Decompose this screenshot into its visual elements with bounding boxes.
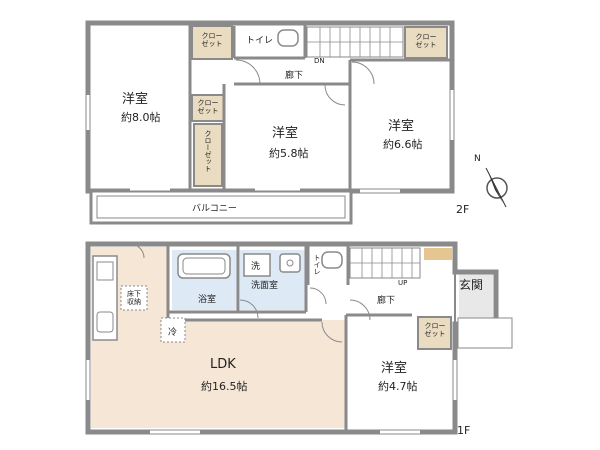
closet-1f-label: クロー ゼット bbox=[424, 322, 446, 338]
stairs-up-label: UP bbox=[398, 279, 408, 287]
closet-2f-3 bbox=[404, 26, 448, 59]
closet-2f-3-label: クロー ゼット bbox=[415, 33, 437, 49]
underfloor-storage-label: 床下 収納 bbox=[127, 290, 141, 306]
washroom-label: 洗面室 bbox=[251, 281, 279, 291]
western-room-5-8-size: 約5.8帖 bbox=[269, 147, 309, 160]
fridge-space bbox=[160, 317, 186, 343]
hallway-1f-label: 廊下 bbox=[377, 296, 396, 306]
washer-label: 洗 bbox=[251, 262, 261, 272]
closet-1f bbox=[417, 316, 452, 350]
balcony-label: バルコニー bbox=[192, 204, 237, 214]
toilet-2f-label: トイレ bbox=[246, 36, 274, 46]
floor-1f-label: 1F bbox=[457, 424, 471, 437]
western-room-4-7-size: 約4.7帖 bbox=[378, 380, 418, 393]
western-room-8-size: 約8.0帖 bbox=[121, 111, 161, 124]
entrance-floor bbox=[459, 272, 493, 322]
ldk-label: LDK bbox=[210, 357, 236, 372]
floor-2-plan bbox=[85, 20, 455, 225]
western-room-5-8-label: 洋室 bbox=[272, 126, 299, 141]
fridge-label: 冷 bbox=[168, 328, 178, 338]
closet-2f-vertical bbox=[193, 123, 223, 187]
western-room-4-7-label: 洋室 bbox=[381, 361, 408, 376]
western-room-6-6-label: 洋室 bbox=[388, 119, 415, 134]
toilet-1f-label: トイレ bbox=[313, 254, 321, 275]
underfloor-storage bbox=[120, 285, 148, 311]
entrance-label: 玄関 bbox=[459, 278, 484, 292]
closet-2f-2-label: クロー ゼット bbox=[197, 99, 219, 115]
western-room-6-6-size: 約6.6帖 bbox=[383, 138, 423, 151]
closet-2f-1-label: クロー ゼット bbox=[201, 32, 223, 48]
stairs-dn-label: DN bbox=[314, 57, 325, 65]
compass-north-label: N bbox=[474, 154, 481, 164]
compass-icon bbox=[485, 167, 508, 208]
ldk-size: 約16.5帖 bbox=[201, 380, 248, 393]
ldk-floor bbox=[91, 247, 346, 428]
closet-2f-2 bbox=[191, 94, 225, 122]
closet-2f-1 bbox=[191, 25, 233, 60]
bath-label: 浴室 bbox=[198, 295, 217, 305]
western-room-8-label: 洋室 bbox=[122, 92, 149, 107]
floor-1-plan bbox=[85, 241, 513, 435]
floor-2f-label: 2F bbox=[456, 203, 470, 216]
closet-2f-vertical-label: クローゼット bbox=[204, 130, 212, 172]
hallway-2f-label: 廊下 bbox=[285, 71, 304, 81]
